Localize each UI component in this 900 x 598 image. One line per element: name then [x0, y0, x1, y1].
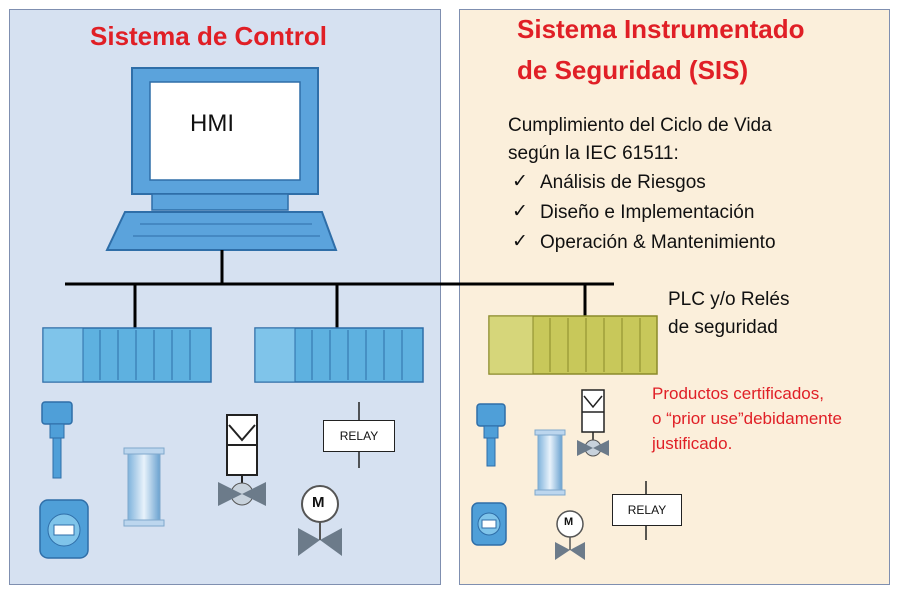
- lifecycle-line2: según la IEC 61511:: [508, 143, 679, 164]
- control-system-title: Sistema de Control: [90, 21, 327, 51]
- plc-label-line1: PLC y/o Relés: [668, 289, 790, 310]
- plc-rack-2: [254, 327, 424, 383]
- relay-box-left: RELAY: [323, 420, 395, 452]
- sis-panel: [459, 9, 890, 585]
- relay-label-right: RELAY: [627, 503, 667, 517]
- certified-note-line1: Productos certificados,: [652, 384, 824, 403]
- certified-note-line2: o “prior use”debidamente: [652, 409, 842, 428]
- solenoid-valve-icon: [218, 414, 266, 506]
- level-switch-icon: [41, 401, 73, 479]
- flow-meter-icon: [123, 447, 165, 527]
- sis-level-switch-icon: [476, 403, 506, 467]
- check-item-risk-analysis: Análisis de Riesgos: [540, 172, 706, 193]
- check-item-operation-maintenance: Operación & Mantenimiento: [540, 232, 776, 253]
- certified-note-line3: justificado.: [652, 434, 733, 453]
- hmi-computer-icon: [105, 67, 338, 251]
- check-item-design-implementation: Diseño e Implementación: [540, 202, 755, 223]
- pressure-transmitter-icon: [39, 499, 89, 559]
- check-icon: ✓: [512, 231, 528, 252]
- sis-motor-valve-icon: [555, 510, 585, 560]
- relay-box-right: RELAY: [612, 494, 682, 526]
- check-icon: ✓: [512, 171, 528, 192]
- motor-label-right: M: [564, 516, 574, 528]
- plc-label-line2: de seguridad: [668, 317, 778, 338]
- hmi-label: HMI: [190, 110, 234, 137]
- relay-label-left: RELAY: [339, 429, 379, 443]
- sis-title-line2: de Seguridad (SIS): [517, 55, 749, 85]
- sis-pressure-transmitter-icon: [471, 502, 507, 546]
- check-icon: ✓: [512, 201, 528, 222]
- safety-plc-rack: [488, 315, 658, 375]
- lifecycle-line1: Cumplimiento del Ciclo de Vida: [508, 115, 772, 136]
- sis-flow-meter-icon: [534, 429, 566, 496]
- network-bus: [65, 250, 614, 328]
- plc-rack-1: [42, 327, 212, 383]
- motor-valve-icon: [298, 485, 342, 556]
- sis-solenoid-valve-icon: [577, 389, 609, 457]
- motor-label-left: M: [312, 494, 325, 511]
- sis-title-line1: Sistema Instrumentado: [517, 14, 805, 44]
